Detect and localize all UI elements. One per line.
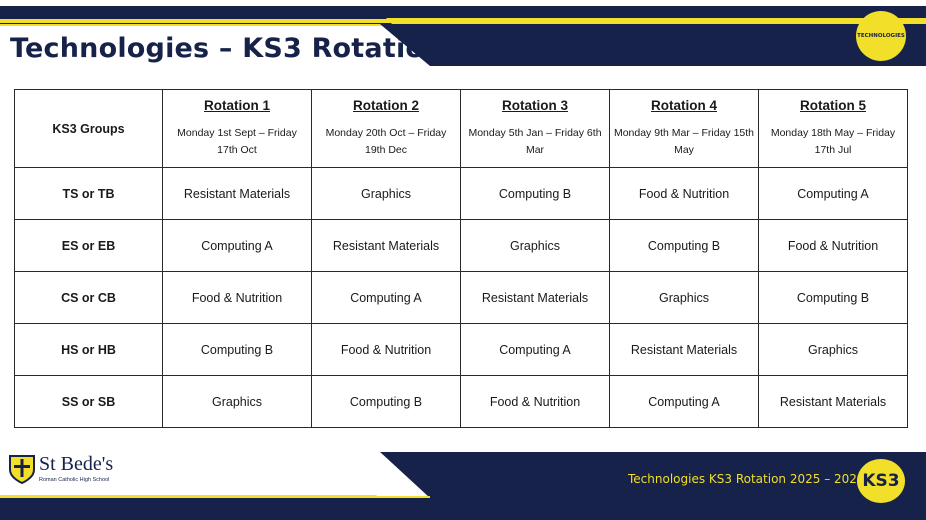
- crest-icon: [9, 455, 35, 484]
- subject-cell: Computing B: [162, 323, 312, 376]
- subject-cell: Graphics: [162, 375, 312, 428]
- rotation-end: 17th Jul: [814, 144, 852, 156]
- subject-cell: Computing A: [460, 323, 610, 376]
- subject-cell: Resistant Materials: [311, 219, 461, 272]
- group-label: ES or EB: [14, 219, 163, 272]
- subject-cell: Food & Nutrition: [460, 375, 610, 428]
- group-label: CS or CB: [14, 271, 163, 324]
- page-title: Technologies – KS3 Rotation: [10, 33, 444, 64]
- table-row: CS or CB Food & Nutrition Computing A Re…: [14, 271, 908, 324]
- rotation-end: May: [674, 144, 694, 156]
- table-row: HS or HB Computing B Food & Nutrition Co…: [14, 323, 908, 376]
- subject-cell: Computing B: [460, 167, 610, 220]
- subject-cell: Computing A: [162, 219, 312, 272]
- rotation-header: Rotation 1 Monday 1st Sept – Friday 17th…: [162, 89, 312, 168]
- table-row: TS or TB Resistant Materials Graphics Co…: [14, 167, 908, 220]
- table-row: SS or SB Graphics Computing B Food & Nut…: [14, 375, 908, 428]
- rotation-header: Rotation 3 Monday 5th Jan – Friday 6th M…: [460, 89, 610, 168]
- bottom-banner: [0, 452, 926, 520]
- school-subtitle: Roman Catholic High School: [39, 477, 110, 483]
- rotation-title: Rotation 5: [800, 98, 866, 113]
- ks3-groups-header: KS3 Groups: [14, 89, 163, 168]
- rotation-end: 17th Oct: [217, 144, 257, 156]
- group-label: HS or HB: [14, 323, 163, 376]
- subject-cell: Computing B: [311, 375, 461, 428]
- subject-cell: Food & Nutrition: [311, 323, 461, 376]
- group-label: SS or SB: [14, 375, 163, 428]
- rotation-end: Mar: [525, 144, 545, 156]
- subject-cell: Graphics: [460, 219, 610, 272]
- subject-cell: Food & Nutrition: [758, 219, 908, 272]
- rotation-start: Monday 1st Sept – Friday: [177, 127, 297, 139]
- school-logo: St Bede's Roman Catholic High School: [8, 453, 158, 490]
- subject-cell: Food & Nutrition: [609, 167, 759, 220]
- group-label: TS or TB: [14, 167, 163, 220]
- ks3-badge: KS3: [857, 459, 905, 503]
- footer-text: Technologies KS3 Rotation 2025 – 2026: [628, 472, 865, 486]
- subject-cell: Resistant Materials: [460, 271, 610, 324]
- subject-cell: Graphics: [758, 323, 908, 376]
- subject-cell: Resistant Materials: [162, 167, 312, 220]
- rotation-start: Monday 9th Mar – Friday 15th: [613, 127, 755, 139]
- school-name: St Bede's: [39, 453, 114, 475]
- rotation-table: KS3 Groups Rotation 1 Monday 1st Sept – …: [14, 89, 908, 428]
- table-row: ES or EB Computing A Resistant Materials…: [14, 219, 908, 272]
- rotation-start: Monday 20th Oct – Friday: [325, 127, 447, 139]
- subject-cell: Computing B: [758, 271, 908, 324]
- rotation-title: Rotation 1: [204, 98, 270, 113]
- rotation-end: 19th Dec: [364, 144, 408, 156]
- top-banner: [0, 6, 926, 66]
- rotation-title: Rotation 2: [353, 98, 419, 113]
- subject-cell: Graphics: [311, 167, 461, 220]
- subject-cell: Computing A: [758, 167, 908, 220]
- subject-cell: Resistant Materials: [609, 323, 759, 376]
- subject-cell: Computing A: [609, 375, 759, 428]
- rotation-start: Monday 5th Jan – Friday 6th: [468, 127, 602, 139]
- technologies-badge: TECHNOLOGIES: [856, 11, 906, 61]
- rotation-title: Rotation 3: [502, 98, 568, 113]
- table-header-row: KS3 Groups Rotation 1 Monday 1st Sept – …: [14, 89, 908, 168]
- subject-cell: Computing A: [311, 271, 461, 324]
- rotation-header: Rotation 2 Monday 20th Oct – Friday 19th…: [311, 89, 461, 168]
- rotation-header: Rotation 4 Monday 9th Mar – Friday 15th …: [609, 89, 759, 168]
- rotation-start: Monday 18th May – Friday: [770, 127, 896, 139]
- subject-cell: Computing B: [609, 219, 759, 272]
- rotation-header: Rotation 5 Monday 18th May – Friday 17th…: [758, 89, 908, 168]
- subject-cell: Graphics: [609, 271, 759, 324]
- rotation-title: Rotation 4: [651, 98, 717, 113]
- subject-cell: Resistant Materials: [758, 375, 908, 428]
- subject-cell: Food & Nutrition: [162, 271, 312, 324]
